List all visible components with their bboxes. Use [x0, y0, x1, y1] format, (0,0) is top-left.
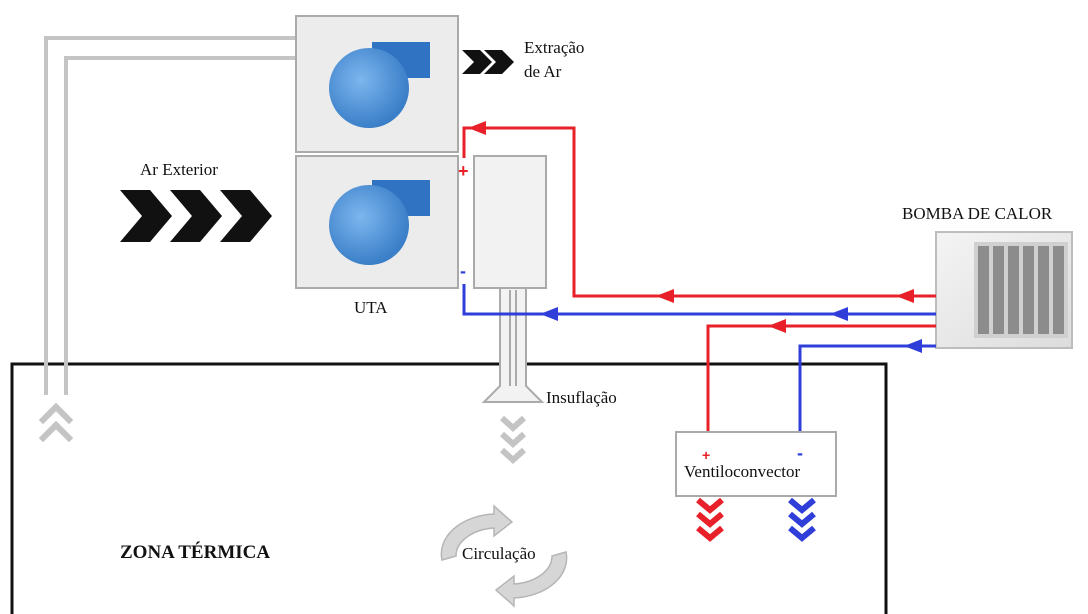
- extraction-chevrons: [38, 402, 74, 443]
- heat-pump-label: BOMBA DE CALOR: [902, 204, 1053, 223]
- heat-pump-unit: [935, 231, 1073, 349]
- coil-plus-sign: +: [458, 161, 469, 181]
- thermal-zone-border: [10, 362, 888, 614]
- circulation-label: Circulação: [462, 544, 536, 563]
- ahu-label: UTA: [354, 298, 388, 317]
- cold-water-line-ahu: [462, 284, 936, 316]
- thermal-zone-label: ZONA TÉRMICA: [120, 542, 271, 563]
- supply-duct: [481, 287, 545, 403]
- return-duct: [44, 36, 296, 395]
- fancoil-plus-sign: +: [702, 447, 711, 463]
- outside-air-arrow-icon: [120, 190, 272, 242]
- fancoil-minus-sign: -: [797, 443, 803, 463]
- extraction-fan-icon: [329, 42, 430, 128]
- coil-module: [473, 155, 547, 289]
- hot-water-line-ahu: [462, 126, 936, 298]
- fancoil-cold-chevrons: [788, 497, 816, 542]
- extraction-label: Extração de Ar: [524, 38, 584, 83]
- outside-air-label: Ar Exterior: [140, 160, 218, 179]
- hot-water-line-fancoil: [706, 324, 936, 448]
- fan-coil-label: Ventiloconvector: [684, 462, 801, 481]
- coil-minus-sign: -: [460, 261, 466, 281]
- extraction-label-line2: de Ar: [524, 62, 562, 82]
- supply-chevrons: [499, 415, 527, 465]
- cold-water-line-fancoil: [798, 344, 936, 448]
- cold-water-arrows-ahu: [540, 307, 848, 321]
- extraction-label-line1: Extração: [524, 38, 585, 57]
- supply-fan-icon: [329, 180, 430, 265]
- hot-water-arrows-fancoil: [768, 319, 786, 333]
- cold-water-arrows-fancoil: [904, 339, 922, 353]
- extraction-arrow-icon: [462, 50, 514, 74]
- circulation-icon: [440, 504, 568, 608]
- fancoil-hot-chevrons: [696, 497, 724, 542]
- supply-label: Insuflação: [546, 388, 617, 407]
- hot-water-arrows-ahu: [468, 121, 914, 303]
- fan-coil-unit: [675, 431, 837, 497]
